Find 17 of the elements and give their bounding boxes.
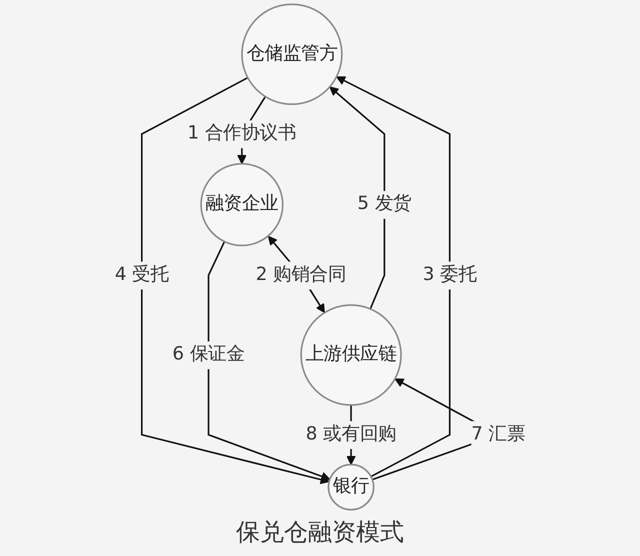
node-circle: 上游供应链 [300,304,402,406]
arrow [336,76,451,478]
edge-label: 6 保证金 [172,343,245,365]
edge-label: 8 或有回购 [306,423,396,445]
node-circle: 融资企业 [200,163,284,246]
diagram-caption: 保兑仓融资模式 [236,517,404,548]
arrow [141,76,330,484]
arrow [329,86,386,310]
edge-label: 7 汇票 [471,423,526,445]
node-circle: 仓储监管方 [241,3,343,105]
node-circle: 银行 [328,464,374,510]
edge-label: 3 委托 [422,264,477,286]
edge-label: 1 合作协议书 [188,122,296,144]
edge-label: 2 购销合同 [256,264,346,286]
edge-label: 4 受托 [114,264,169,286]
edge-label: 5 发货 [357,193,412,215]
arrow [208,241,330,481]
